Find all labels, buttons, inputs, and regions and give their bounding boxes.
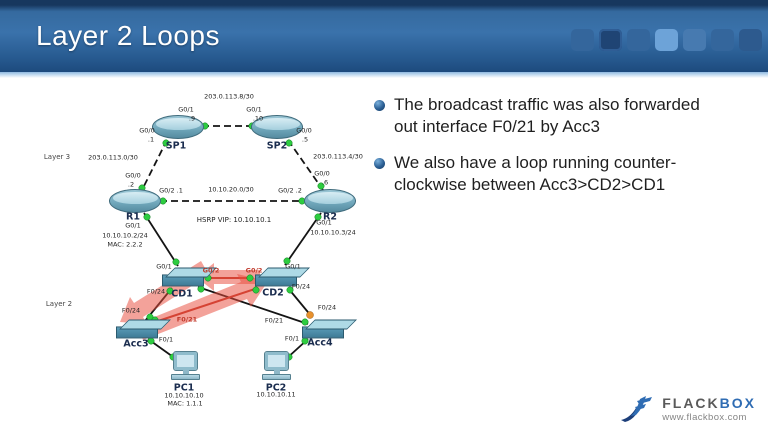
bullet-item: The broadcast traffic was also forwarded… [374,94,759,139]
header-separator [0,72,768,78]
pc-base [171,374,200,380]
interface-label: G0/0 [314,169,330,178]
brand-url: www.flackbox.com [662,412,747,423]
decor-square [655,29,678,51]
router-icon-sp2 [251,115,303,139]
subnet-label: 203.0.113.8/30 [204,92,254,101]
interface-label: F0/24 [317,303,337,312]
header-decor-squares [571,29,762,51]
interface-label: G0/1 [125,221,141,230]
device-label-cd1: CD1 [171,288,193,300]
ip-octet-label: .1 [147,135,155,144]
switch-icon-cd2 [255,274,297,287]
brand-name-primary: FLACK [662,395,720,411]
decor-square [683,29,706,51]
ip-octet-label: .9 [188,114,196,123]
bullet-sphere-icon [374,157,385,169]
brand-text-block: FLACKBOX www.flackbox.com [662,395,756,423]
subnet-label: 10.10.20.0/30 [208,185,254,194]
loop-interface-label: G0/2 [245,266,263,275]
ip-label: 10.10.10.2/24 [102,231,148,240]
decor-square [711,29,734,51]
blocked-port-dot [306,311,314,319]
interface-label: F0/1 [158,335,174,344]
pc-monitor [173,351,198,371]
device-label-r2: R2 [323,211,337,223]
ip-octet-label: .6 [321,178,329,187]
interface-label: F0/21 [264,316,284,325]
bullet-list: The broadcast traffic was also forwarded… [374,94,759,210]
switch-icon-acc3 [116,326,158,339]
device-label-acc3: Acc3 [123,338,149,350]
pc-icon-pc2 [261,351,291,380]
decor-square [599,29,622,51]
ip-label: 10.10.10.3/24 [310,228,356,237]
interface-label: G0/2 .2 [278,186,302,195]
device-label-acc4: Acc4 [307,337,333,349]
pc-stand [274,370,280,374]
ip-label: 10.10.10.11 [256,390,296,399]
loop-interface-label: F0/21 [176,315,198,324]
interface-label: F0/24 [146,287,166,296]
subnet-label: 203.0.113.4/30 [313,152,363,161]
switch-icon-cd1 [162,274,204,287]
ip-label: 10.10.10.10 [164,391,204,400]
interface-label: G0/1 [285,262,301,271]
flackbox-logo-icon [621,396,653,422]
decor-square [571,29,594,51]
decor-square [627,29,650,51]
device-label-pc2: PC2 [265,382,287,394]
ip-octet-label: .10 [252,114,264,123]
interface-label: F0/1 [284,334,300,343]
decor-square [739,29,762,51]
interface-label: G0/1 [246,105,262,114]
router-icon-sp1 [152,115,204,139]
brand-name: FLACKBOX [662,395,756,411]
interface-label: G0/0 [125,171,141,180]
interface-label: G0/1 [316,218,332,227]
router-icon-r2 [304,189,356,213]
bullet-sphere-icon [374,100,385,111]
interface-label: G0/1 [178,105,194,114]
switch-icon-acc4 [302,326,344,339]
device-label-pc1: PC1 [173,382,195,394]
page-title: Layer 2 Loops [36,20,220,51]
brand-name-secondary: BOX [719,395,756,411]
interface-label: F0/24 [291,282,311,291]
loop-arrow-acc3-to-cd2 [137,274,268,340]
bullet-text: The broadcast traffic was also forwarded… [394,95,700,137]
mac-label: MAC: 1.1.1 [167,399,203,408]
pc-stand [183,370,189,374]
mac-label: MAC: 2.2.2 [107,240,143,249]
device-label-cd2: CD2 [262,287,284,299]
interface-label: G0/1 [156,262,172,271]
pc-base [262,374,291,380]
device-label-sp2: SP2 [266,140,288,152]
ip-octet-label: .2 [127,180,135,189]
bullet-text: We also have a loop running counter-cloc… [394,152,677,195]
brand-footer: FLACKBOX www.flackbox.com [617,393,756,425]
ip-octet-label: .5 [301,135,309,144]
interface-label: F0/24 [121,306,141,315]
pc-icon-pc1 [170,351,200,380]
hsrp-vip-label: HSRP VIP: 10.10.10.1 [196,216,272,225]
router-icon-r1 [109,189,161,213]
zone-label-layer2: Layer 2 [45,300,73,309]
interface-label: G0/0 [139,126,155,135]
loop-interface-label: G0/2 [202,266,220,275]
subnet-label: 203.0.113.0/30 [88,153,138,162]
interface-label: G0/2 .1 [159,186,183,195]
zone-label-layer3: Layer 3 [43,153,71,162]
slide-header: Layer 2 Loops [0,0,768,72]
pc-monitor [264,351,289,371]
interface-label: G0/0 [296,126,312,135]
links-dashed [140,125,324,202]
bullet-item: We also have a loop running counter-cloc… [374,152,759,197]
device-label-sp1: SP1 [165,140,187,152]
device-label-r1: R1 [126,211,140,223]
